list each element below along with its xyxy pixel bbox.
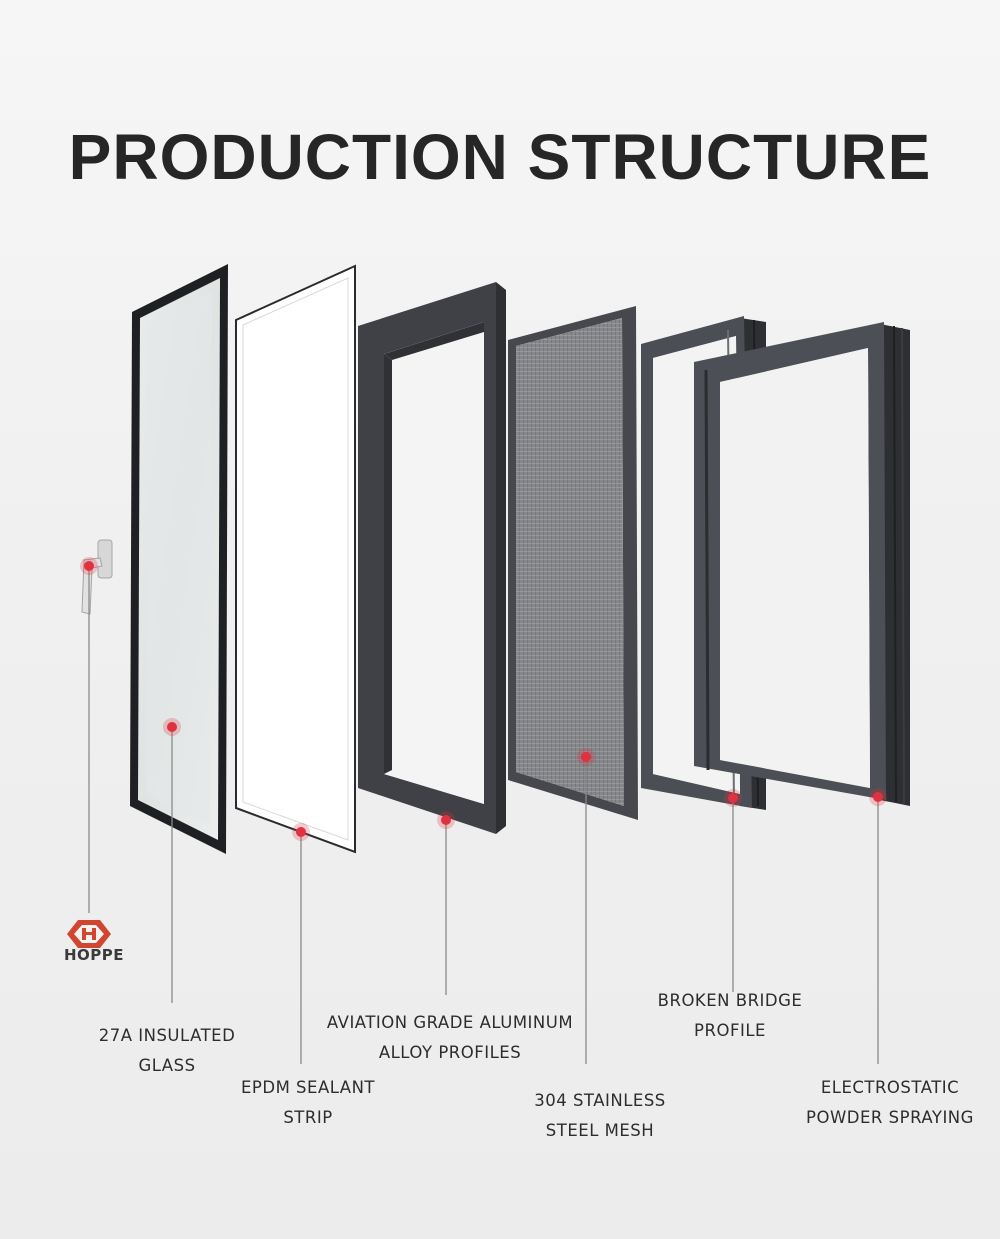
label-epdm-sealant-strip: EPDM SEALANT STRIP <box>240 1078 376 1127</box>
hoppe-logo-icon <box>67 920 111 948</box>
insulated-glass-panel <box>130 264 228 854</box>
aluminum-profile-frame <box>358 282 506 834</box>
marker-aluminum <box>437 811 455 829</box>
marker-epdm <box>292 823 310 841</box>
epdm-sealant-strip-panel <box>235 264 356 854</box>
hoppe-logo-text: HOPPE <box>64 946 125 964</box>
marker-handle <box>80 557 98 575</box>
leader-lines <box>88 566 879 1064</box>
label-electrostatic-powder-spraying: ELECTROSTATIC POWDER SPRAYING <box>806 1078 974 1127</box>
window-handle <box>81 539 113 615</box>
marker-glass <box>163 718 181 736</box>
stainless-steel-mesh-panel <box>508 306 638 820</box>
markers <box>80 557 887 841</box>
label-stainless-steel-mesh: 304 STAINLESS STEEL MESH <box>534 1091 666 1140</box>
powder-coated-frame <box>694 322 910 806</box>
marker-powder <box>869 788 887 806</box>
label-insulated-glass: 27A INSULATED GLASS <box>98 1026 236 1075</box>
page-title: PRODUCTION STRUCTURE <box>68 121 932 193</box>
label-broken-bridge-profile: BROKEN BRIDGE PROFILE <box>657 991 803 1040</box>
marker-bridge <box>724 789 742 807</box>
marker-mesh <box>577 748 595 766</box>
label-aluminum-alloy-profiles: AVIATION GRADE ALUMINUM ALLOY PROFILES <box>326 1013 574 1062</box>
